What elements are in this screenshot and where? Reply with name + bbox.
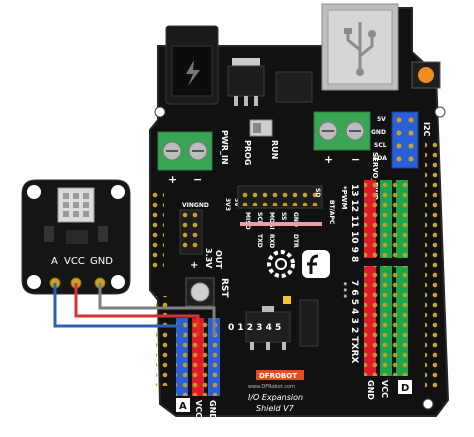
i2c-header [391,111,419,169]
mount-hole [434,106,446,118]
mount-hole [154,106,166,118]
pwm-label: *PWM [340,186,348,210]
digital-pins-top [364,180,408,258]
d-badge-label: D [401,383,409,394]
digital-row2-pwm: * * * [340,282,348,298]
prog-run-switch[interactable] [249,119,273,137]
shield-title-1: I/O Expansion [248,393,303,402]
pwr-in-plus: + [168,173,177,186]
v5v-label: 5V [233,198,240,207]
sensor-hole [27,275,41,289]
d-badge: D [398,380,412,394]
df-icon [307,254,319,274]
sensor-component [44,226,54,242]
sensor-hole [27,185,41,199]
wire-gnd-grey [98,283,216,336]
prog-label: PROG [243,140,252,165]
yellow-led [283,296,291,304]
sensor-pin-vcc-label: VCC [64,256,85,267]
analog-vcc-label: VCC [194,400,203,418]
led-strip [240,222,322,226]
pwr-in-minus: − [193,173,202,186]
rst-label: RST [219,278,229,298]
digital-gnd-label: GND [366,380,375,400]
voltage-regulator [227,58,265,106]
wires [53,283,216,336]
vin-gnd-header [179,209,203,255]
out-3v3-label: 3.3V [204,248,213,269]
a-badge: A [176,398,190,412]
brand-block: DFROBOT www.DFRobot.com I/O Expansion Sh… [248,370,304,413]
power-bolt-icon [186,60,200,86]
pwr-in-terminal: + − [157,131,213,186]
mosi-label: MOSI [268,212,275,230]
shield-title-2: Shield V7 [256,404,295,413]
digital-vcc-label: VCC [380,380,389,398]
left-edge-header-bottom [156,296,168,386]
servo-pwr-label: SERVO_PWR [371,152,379,201]
i2c-label: I2C [422,122,431,137]
analog-gnd-label: GND [208,400,217,420]
sensor-hole [111,275,125,289]
brand-url: www.DFRobot.com [248,384,295,390]
dc-jack [165,25,219,105]
i2c-scl-label: SCL [374,142,387,149]
rst-button[interactable] [185,277,215,307]
out-label: OUT [214,250,223,269]
wire-signal-blue [53,283,184,336]
i2c-gnd-label: GND [371,129,386,136]
miso-label: MISO [244,212,251,230]
dfrobot-gear-logo [267,250,330,278]
analog-numbers: 0 1 2 3 4 5 [228,323,281,333]
sensor-module: A VCC GND [21,179,131,295]
mcu-chip [245,306,291,350]
digital-row2-numbers: 7 6 5 4 3 2 TXRX [349,280,359,363]
servo-minus: − [351,153,360,166]
rxd-label: RXD [268,234,275,248]
dtr-label: DTR [292,234,299,248]
vingnd-label: VINGND [182,202,209,209]
txd-label: TXD [256,234,263,248]
run-label: RUN [270,140,279,159]
spi-serial-header [237,185,323,209]
usb-port [321,3,399,91]
a-badge-label: A [179,401,187,412]
crystal [299,299,319,347]
out-plus: + [190,260,198,271]
reset-button-top[interactable] [411,61,441,89]
wire-vcc-red [74,283,200,336]
servo-plus: + [324,153,333,166]
pwr-in-label: PWR_IN [220,130,229,165]
i2c-5v-label: 5V [377,116,386,123]
mount-hole [422,398,434,410]
servo-pwr-terminal: + − [313,111,371,166]
sensor-hole [111,185,125,199]
ss-label: SS [280,212,287,220]
sensor-component [66,230,88,244]
pwm-header-numbers: 13 12 11 10 9 8 [349,184,359,262]
sensor-component [98,226,108,242]
digital-pins-bottom [364,266,408,376]
sensor-pin-a-label: A [51,256,58,267]
v3v3-label: 3V3 [224,198,231,211]
power-chip [275,71,313,103]
right-edge-header [425,140,437,390]
i2c-sda-label: SDA [373,155,387,162]
bt-apc-label: BT/APC [328,200,335,225]
left-edge-header-top [152,190,164,270]
sensor-pin-gnd-label: GND [90,256,113,267]
sd-label: SD [314,188,321,197]
gnd-label-top: GND [292,212,299,227]
io-expansion-shield: + − PWR_IN PROG RUN + − SERVO_PWR [149,3,450,420]
sck-label: SCK [256,212,263,226]
brand-name: DFROBOT [259,372,297,380]
gas-sensor-chip [57,187,95,223]
usb-icon [346,22,374,70]
